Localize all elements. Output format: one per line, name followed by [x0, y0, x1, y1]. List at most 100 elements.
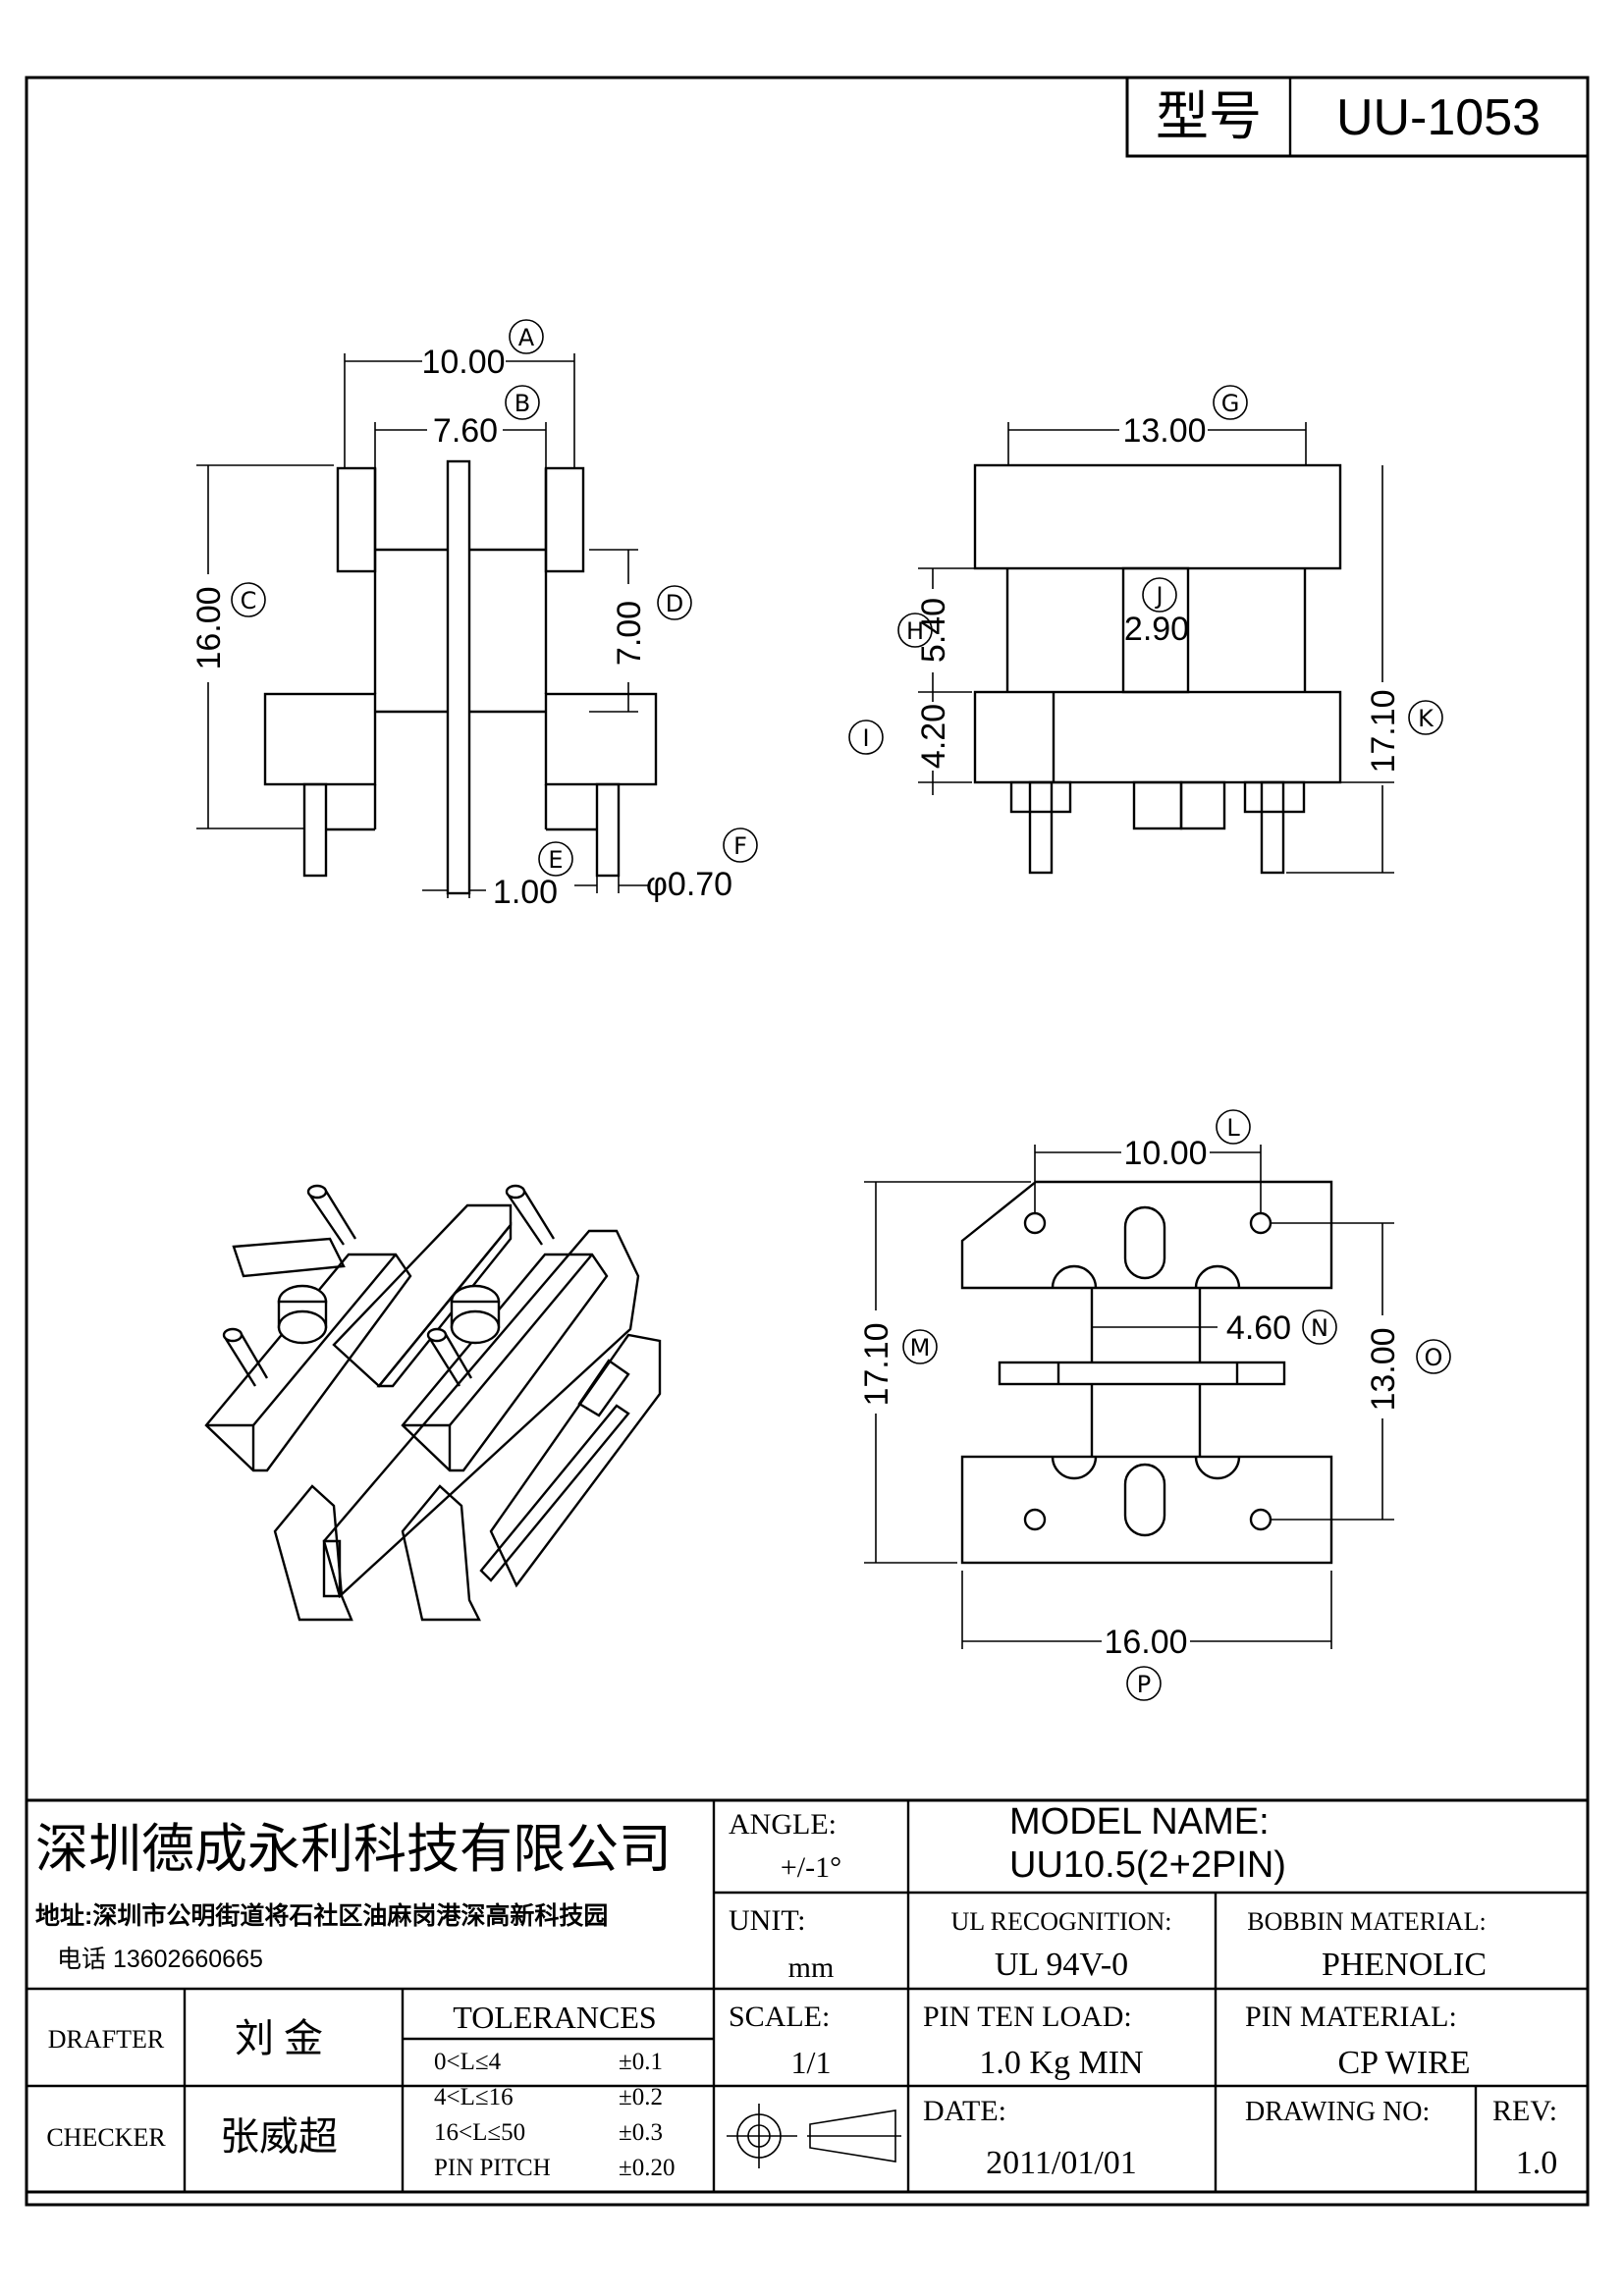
dim-k-text: 17.10: [1365, 689, 1402, 773]
side-view: [973, 463, 1342, 875]
callout-a: A: [509, 319, 544, 354]
dim-h-text: 5.40: [915, 598, 952, 663]
ul-label: UL RECOGNITION:: [950, 1907, 1171, 1936]
dim-e-text: 1.00: [493, 874, 558, 911]
svg-text:B: B: [514, 390, 530, 417]
pin-ten-load-label: PIN TEN LOAD:: [923, 2001, 1132, 2033]
callout-l: L: [1216, 1109, 1251, 1145]
svg-text:F: F: [733, 832, 747, 860]
unit-label: UNIT:: [729, 1904, 806, 1937]
date-value: 2011/01/01: [986, 2145, 1137, 2181]
dim-n-text: 4.60: [1226, 1309, 1291, 1347]
drawing-border: [25, 76, 1590, 2207]
callout-c: C: [231, 582, 266, 617]
svg-text:I: I: [862, 724, 869, 752]
callout-k: K: [1408, 700, 1443, 735]
svg-text:C: C: [241, 587, 257, 614]
svg-text:D: D: [666, 590, 683, 617]
company-name: 深圳德成永利科技有限公司: [35, 1820, 672, 1879]
model-header-box: 型号 UU-1053: [1125, 76, 1590, 158]
svg-text:E: E: [548, 846, 563, 874]
dim-d-text: 7.00: [611, 601, 648, 666]
front-view: [263, 459, 658, 895]
dim-b-text: 7.60: [433, 412, 498, 450]
drafter-value: 刘 金: [235, 2016, 323, 2060]
svg-text:G: G: [1221, 390, 1240, 417]
callout-d: D: [657, 585, 692, 620]
drafter-label: DRAFTER: [48, 2025, 165, 2054]
tolerance-range-1: 0<L≤4: [434, 2049, 502, 2075]
callout-m: M: [902, 1329, 938, 1364]
tolerance-range-2: 4<L≤16: [434, 2084, 514, 2110]
svg-text:H: H: [906, 617, 924, 645]
svg-text:J: J: [1154, 582, 1163, 610]
pin-ten-load-value: 1.0 Kg MIN: [979, 2045, 1143, 2081]
scale-label: SCALE:: [729, 2001, 830, 2033]
bobbin-material-value: PHENOLIC: [1322, 1947, 1487, 1983]
bottom-view-dimensions: 10.00 17.10 4.60 13.00 16.00: [858, 1135, 1402, 1661]
callout-p: P: [1126, 1666, 1162, 1701]
svg-text:L: L: [1226, 1114, 1240, 1142]
svg-text:O: O: [1425, 1344, 1443, 1371]
tolerance-value-3: ±0.3: [619, 2119, 663, 2146]
dim-i-text: 4.20: [915, 704, 952, 769]
model-header-value: UU-1053: [1336, 89, 1541, 146]
dim-a-text: 10.00: [421, 344, 505, 381]
svg-text:A: A: [518, 324, 535, 351]
dim-p-text: 16.00: [1104, 1624, 1187, 1661]
side-view-dimensions: 13.00 5.40 4.20 2.90 17.10: [915, 412, 1402, 874]
projection-symbol-icon: [727, 2104, 901, 2168]
title-block: 深圳德成永利科技有限公司 地址:深圳市公明街道将石社区油麻岗港深高新科技园 电话…: [27, 1798, 1588, 2194]
svg-text:M: M: [910, 1334, 931, 1362]
svg-text:K: K: [1418, 705, 1435, 732]
model-name-label: MODEL NAME:: [1009, 1801, 1270, 1842]
callout-n: N: [1302, 1309, 1337, 1345]
svg-text:P: P: [1137, 1671, 1151, 1698]
dim-m-text: 17.10: [858, 1322, 895, 1406]
dim-g-text: 13.00: [1122, 412, 1206, 450]
unit-value: mm: [788, 1951, 835, 1984]
callout-b: B: [505, 385, 540, 420]
date-label: DATE:: [923, 2095, 1006, 2127]
tolerance-range-3: 16<L≤50: [434, 2119, 525, 2146]
dim-l-text: 10.00: [1123, 1135, 1207, 1172]
bottom-view: [960, 1180, 1333, 1565]
tolerance-range-4: PIN PITCH: [434, 2155, 551, 2181]
svg-text:N: N: [1311, 1314, 1328, 1342]
angle-value: +/-1°: [781, 1851, 841, 1884]
callout-i: I: [848, 720, 884, 755]
callout-f: F: [723, 828, 758, 863]
pin-material-value: CP WIRE: [1337, 2045, 1470, 2081]
callout-h: H: [897, 613, 933, 648]
angle-label: ANGLE:: [729, 1808, 837, 1841]
callout-j: J: [1142, 577, 1177, 613]
pin-material-label: PIN MATERIAL:: [1245, 2001, 1457, 2033]
tolerances-label: TOLERANCES: [453, 2000, 656, 2035]
company-phone: 电话 13602660665: [57, 1946, 263, 1973]
bobbin-material-label: BOBBIN MATERIAL:: [1247, 1907, 1486, 1936]
callout-o: O: [1416, 1339, 1451, 1374]
dim-f-text: φ0.70: [646, 866, 732, 903]
front-view-dimensions: 10.00 7.60 16.00 7.00 1.00 φ0.70: [190, 344, 732, 911]
checker-value: 张威超: [220, 2114, 338, 2159]
rev-label: REV:: [1492, 2095, 1557, 2127]
callout-circles: A B C D E F G H I J K L M N O P: [231, 319, 1451, 1701]
dim-j-text: 2.90: [1124, 611, 1189, 648]
drawing-no-label: DRAWING NO:: [1245, 2097, 1430, 2127]
dim-c-text: 16.00: [190, 586, 228, 669]
callout-g: G: [1213, 385, 1248, 420]
model-header-label: 型号: [1156, 87, 1262, 146]
model-name-value: UU10.5(2+2PIN): [1009, 1844, 1286, 1886]
rev-value: 1.0: [1516, 2145, 1558, 2181]
company-address: 地址:深圳市公明街道将石社区油麻岗港深高新科技园: [35, 1901, 608, 1930]
checker-label: CHECKER: [46, 2123, 166, 2152]
dim-o-text: 13.00: [1365, 1327, 1402, 1411]
tolerance-value-2: ±0.2: [619, 2084, 663, 2110]
tolerance-value-4: ±0.20: [619, 2155, 675, 2181]
tolerance-value-1: ±0.1: [619, 2049, 663, 2075]
isometric-view: [204, 1184, 662, 1622]
callout-e: E: [538, 841, 573, 877]
ul-value: UL 94V-0: [995, 1947, 1128, 1983]
scale-value: 1/1: [791, 2045, 832, 2080]
